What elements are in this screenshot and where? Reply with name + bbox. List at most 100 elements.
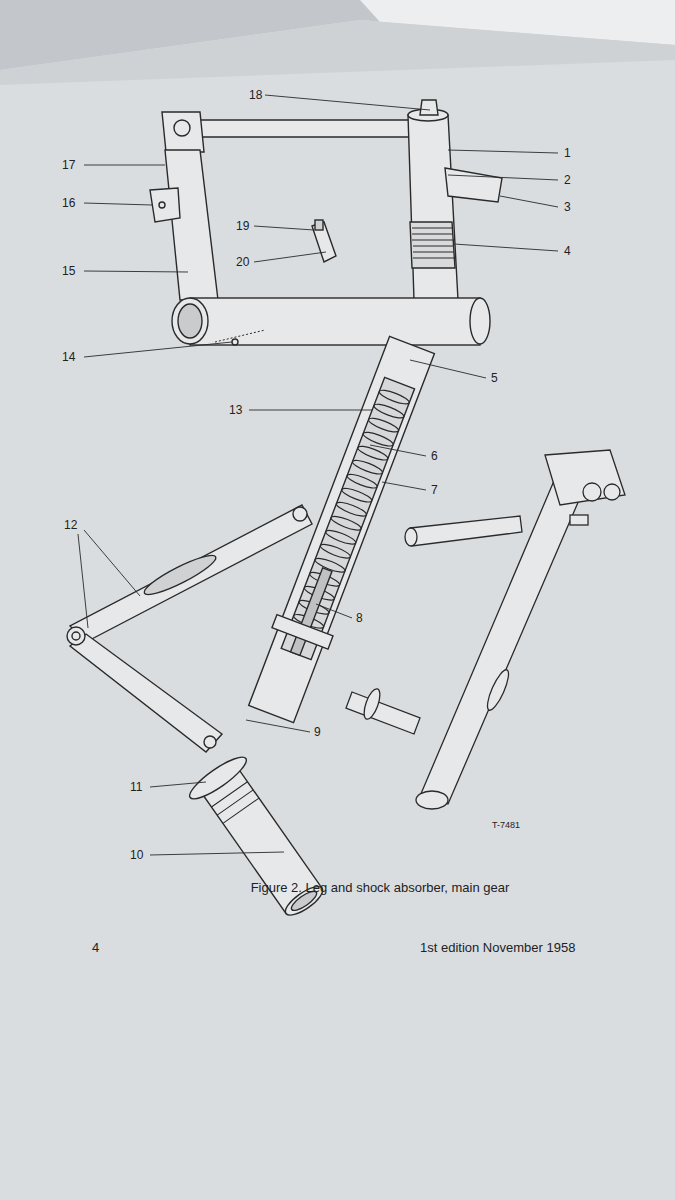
axle (185, 751, 336, 927)
upper-frame (410, 222, 455, 268)
cross-tube (178, 304, 202, 338)
shock-absorber-leg (340, 486, 373, 505)
upper-frame (175, 120, 430, 137)
callout-number: 8 (356, 611, 363, 625)
upper-frame (412, 228, 455, 258)
shock-absorber-leg (335, 500, 368, 519)
upper-frame (174, 120, 190, 136)
leader-lines (246, 720, 310, 732)
callout-number: 9 (314, 725, 321, 739)
leader-lines (448, 175, 558, 180)
leader-lines (500, 196, 558, 207)
upper-frame (150, 188, 180, 222)
callout-number: 17 (62, 158, 75, 172)
upper-frame (159, 202, 165, 208)
inset-leg (405, 528, 417, 546)
leader-lines (254, 252, 326, 262)
torque-links (72, 632, 80, 640)
shock-absorber-leg (351, 458, 384, 477)
inset-leg (416, 791, 448, 809)
torque-links (293, 507, 307, 521)
upper-frame (165, 150, 218, 300)
callout-number: 2 (564, 173, 571, 187)
leader-lines (78, 534, 88, 628)
page-ground (0, 20, 675, 85)
callout-number: 10 (130, 848, 143, 862)
callout-number: 19 (236, 219, 249, 233)
shock-absorber-leg (272, 615, 333, 649)
callout-number: 4 (564, 244, 571, 258)
shock-absorber-leg (356, 444, 389, 463)
leader-lines (150, 782, 206, 787)
shock-absorber-leg (378, 388, 411, 407)
callout-number: 14 (62, 350, 75, 364)
callout-number: 12 (64, 518, 77, 532)
inset-leg (420, 462, 592, 804)
inset-leg (410, 516, 522, 546)
shock-absorber-leg (373, 402, 406, 421)
shock-absorber-leg (319, 542, 352, 561)
callout-number: 18 (249, 88, 262, 102)
torque-links (70, 634, 222, 752)
upper-frame (162, 112, 204, 152)
callout-number: 5 (491, 371, 498, 385)
leader-lines (150, 852, 284, 855)
leader-lines (316, 604, 352, 618)
leader-lines (84, 342, 232, 357)
leader-lines (249, 410, 372, 411)
shock-absorber-leg (346, 472, 379, 491)
leader-lines (448, 150, 558, 153)
callout-number: 1 (564, 146, 571, 160)
inset-leg (604, 484, 620, 500)
leader-lines (84, 203, 152, 205)
leader-lines (454, 244, 558, 251)
torque-links (70, 505, 312, 642)
leader-lines (410, 360, 486, 378)
torque-links (67, 505, 312, 752)
shock-absorber-leg (362, 430, 395, 449)
callout-number: 3 (564, 200, 571, 214)
leader-lines (254, 226, 314, 230)
torque-links (141, 550, 220, 601)
inset-leg (346, 450, 625, 809)
cross-tube (172, 298, 208, 344)
edition-note: 1st edition November 1958 (420, 940, 575, 956)
callout-number: 11 (130, 780, 142, 794)
leader-lines (265, 95, 430, 110)
leader-lines (382, 482, 426, 490)
inset-leg (346, 692, 420, 734)
inset-leg (583, 483, 601, 501)
leader-lines (78, 95, 558, 855)
drawing-number: T-7481 (492, 820, 520, 831)
shock-absorber-leg (367, 416, 400, 435)
callout-number: 6 (431, 449, 438, 463)
axle (185, 751, 251, 805)
callout-number: 13 (229, 403, 242, 417)
page-number: 4 (92, 940, 99, 956)
cross-tube (172, 298, 490, 345)
cross-tube (215, 330, 265, 342)
leader-lines (370, 445, 426, 456)
upper-frame (315, 220, 323, 230)
upper-frame (445, 168, 502, 202)
cross-tube (470, 298, 490, 344)
inset-leg (484, 667, 513, 712)
figure-caption: Figure 2. Leg and shock absorber, main g… (251, 880, 510, 896)
shock-absorber-leg (330, 514, 363, 533)
shock-absorber-leg (324, 528, 357, 547)
torque-links (67, 627, 85, 645)
upper-frame (408, 115, 458, 300)
inset-leg (361, 687, 383, 721)
torque-links (204, 736, 216, 748)
upper-frame (150, 100, 502, 300)
callout-number: 7 (431, 483, 438, 497)
upper-frame (420, 100, 438, 115)
inset-leg (545, 450, 625, 505)
shock-absorber-leg (281, 377, 414, 659)
cross-tube (190, 298, 480, 345)
leader-lines (84, 165, 165, 166)
shock-absorber-leg (287, 388, 411, 645)
